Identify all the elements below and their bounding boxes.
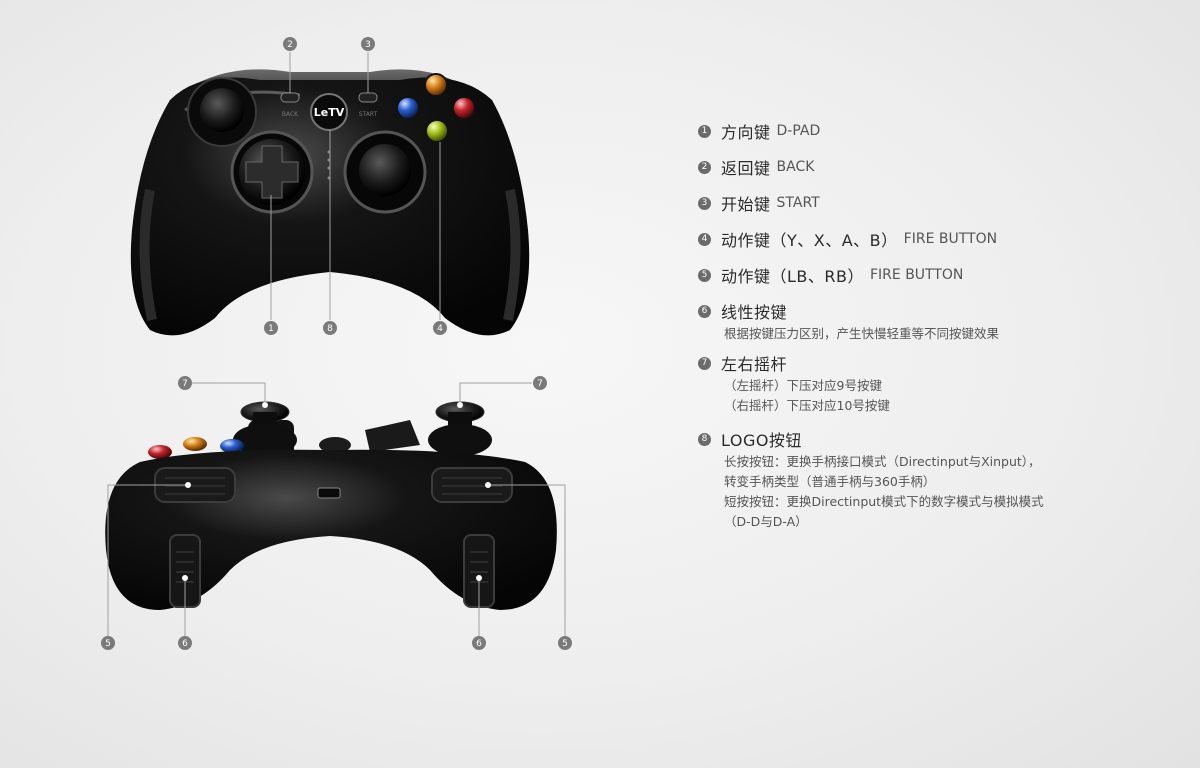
legend-subtitle: D-PAD bbox=[776, 123, 821, 139]
start-label: START bbox=[359, 111, 378, 118]
button-y bbox=[424, 73, 448, 97]
logo-button bbox=[310, 93, 348, 131]
callout-1: 1 bbox=[268, 324, 274, 334]
legend-item-8: 8 LOGO按钮 长按按钮：更换手柄接口模式（Directinput与Xinput… bbox=[698, 428, 1044, 532]
legend-item-5: 5 动作键（LB、RB） FIRE BUTTON bbox=[698, 264, 963, 286]
legend-title: LOGO按钮 bbox=[721, 431, 802, 450]
legend-number: 4 bbox=[698, 232, 711, 246]
back-label: BACK bbox=[282, 111, 299, 118]
legend-number: 6 bbox=[698, 304, 711, 318]
callout-3: 3 bbox=[365, 40, 371, 50]
front-callouts bbox=[270, 52, 441, 320]
legend-title: 方向键 bbox=[721, 123, 771, 142]
legend-desc: 转变手柄类型（普通手柄与360手柄） bbox=[724, 474, 936, 489]
legend-title: 线性按键 bbox=[721, 303, 788, 322]
callout-6-right: 6 bbox=[476, 639, 482, 649]
legend-title: 开始键 bbox=[721, 195, 771, 214]
legend-title: 返回键 bbox=[721, 159, 771, 178]
button-x bbox=[396, 96, 420, 120]
front-callout-badges: 2 3 1 8 4 bbox=[264, 37, 447, 335]
callout-5-left: 5 bbox=[105, 639, 111, 649]
legend-desc: （右摇杆）下压对应10号按键 bbox=[724, 398, 890, 413]
legend-subtitle: FIRE BUTTON bbox=[870, 267, 964, 283]
back-controller bbox=[105, 401, 557, 610]
callout-2: 2 bbox=[287, 40, 293, 50]
button-b bbox=[452, 96, 476, 120]
legend-item-2: 2 返回键 BACK bbox=[698, 156, 814, 178]
callout-7-right: 7 bbox=[537, 379, 543, 389]
legend-number: 2 bbox=[698, 160, 711, 174]
legend-subtitle: FIRE BUTTON bbox=[903, 231, 998, 247]
usb-port bbox=[317, 487, 341, 499]
legend-desc: 根据按键压力区别，产生快慢轻重等不同按键效果 bbox=[724, 326, 1000, 341]
legend-title: 动作键（LB、RB） bbox=[721, 267, 864, 286]
dpad-cross bbox=[245, 145, 299, 199]
legend-item-6: 6 线性按键 根据按键压力区别，产生快慢轻重等不同按键效果 bbox=[698, 300, 999, 344]
back-callout-badges: 7 7 5 6 6 5 bbox=[101, 376, 572, 650]
legend-number: 3 bbox=[698, 196, 711, 210]
legend-desc: 短按按钮：更换Directinput模式下的数字模式与模拟模式 bbox=[724, 494, 1044, 509]
legend-desc: （D-D与D-A） bbox=[724, 514, 808, 529]
legend-title: 动作键（Y、X、A、B） bbox=[721, 231, 898, 250]
back-callouts bbox=[107, 382, 566, 636]
callout-4: 4 bbox=[437, 324, 443, 334]
legend-item-1: 1 方向键 D-PAD bbox=[698, 120, 820, 142]
logo-text: LeTV bbox=[314, 106, 345, 119]
legend-number: 1 bbox=[698, 124, 711, 138]
legend-desc: 长按按钮：更换手柄接口模式（Directinput与Xinput）， bbox=[724, 454, 1041, 469]
legend-subtitle: START bbox=[776, 195, 820, 211]
callout-8: 8 bbox=[327, 324, 333, 334]
callout-5-right: 5 bbox=[562, 639, 568, 649]
start-button bbox=[358, 92, 378, 103]
legend-number: 7 bbox=[698, 356, 711, 370]
legend-title: 左右摇杆 bbox=[721, 355, 788, 374]
legend-number: 5 bbox=[698, 268, 711, 282]
callout-6-left: 6 bbox=[182, 639, 188, 649]
button-a bbox=[425, 119, 449, 143]
legend-subtitle: BACK bbox=[776, 159, 815, 175]
legend-item-3: 3 开始键 START bbox=[698, 192, 820, 214]
legend-number: 8 bbox=[698, 432, 711, 446]
legend-item-7: 7 左右摇杆 （左摇杆）下压对应9号按键 （右摇杆）下压对应10号按键 bbox=[698, 352, 890, 416]
back-button bbox=[280, 92, 300, 103]
legend-desc: （左摇杆）下压对应9号按键 bbox=[724, 378, 882, 393]
legend-item-4: 4 动作键（Y、X、A、B） FIRE BUTTON bbox=[698, 228, 997, 250]
callout-7-left: 7 bbox=[182, 379, 188, 389]
